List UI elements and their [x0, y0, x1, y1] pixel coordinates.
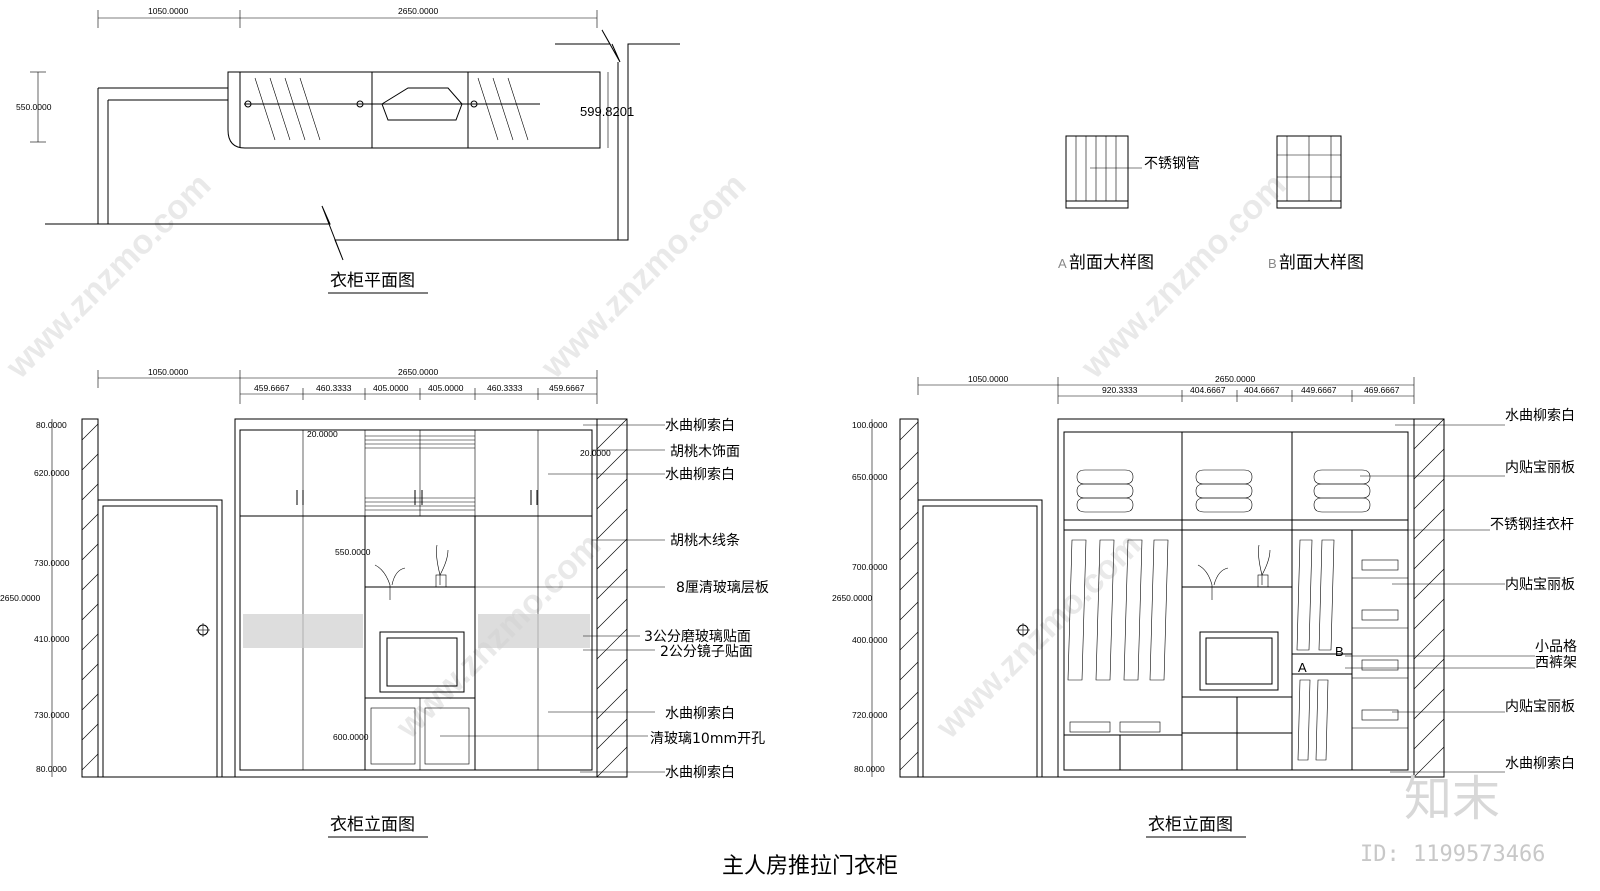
elev-left-dim-left: 730.0000: [34, 558, 70, 568]
elev-left-label: 水曲柳索白: [665, 466, 735, 483]
elev-left-label: 清玻璃10mm开孔: [650, 730, 765, 747]
elev-right-dim-left: 2650.0000: [832, 593, 872, 603]
elev-right-dim-left: 100.0000: [852, 420, 888, 430]
section-b-letter: B: [1268, 256, 1277, 271]
watermark-text: www.znzmo.com: [928, 526, 1148, 746]
plan-view: 1050.0000 2650.0000 550.0000: [16, 6, 680, 294]
elev-left-dim-left: 410.0000: [34, 634, 70, 644]
watermark-text: www.znzmo.com: [533, 166, 753, 386]
elev-left-caption: 衣柜立面图: [330, 815, 415, 835]
section-b-caption: 剖面大样图: [1279, 253, 1364, 273]
elev-left-inner-dim: 550.0000: [335, 547, 371, 557]
elev-left-label: 胡桃木线条: [670, 532, 740, 549]
elev-right-dim-left: 700.0000: [852, 562, 888, 572]
elev-left-dim-sub: 460.3333: [316, 383, 352, 393]
watermark-text: www.znzmo.com: [0, 166, 218, 386]
section-a-letter: A: [1058, 256, 1067, 271]
elev-right-label: 小品格: [1535, 639, 1577, 655]
elev-right-dim-left: 720.0000: [852, 710, 888, 720]
plan-dim-top: 2650.0000: [398, 6, 438, 16]
elev-right-label: 不锈钢挂衣杆: [1490, 517, 1574, 533]
elev-right-caption: 衣柜立面图: [1148, 815, 1233, 835]
plan-dim-top: 1050.0000: [148, 6, 188, 16]
elev-left-label: 水曲柳索白: [665, 705, 735, 722]
section-marker-b: B: [1335, 644, 1344, 659]
section-details: 不锈钢管 A 剖面大样图 B 剖面大样图: [1058, 135, 1364, 273]
elev-right-label: 内贴宝丽板: [1505, 699, 1575, 715]
elev-left-dim-top: 1050.0000: [148, 367, 188, 377]
section-a-caption: 剖面大样图: [1069, 253, 1154, 273]
plan-measure: 599.8201: [580, 104, 634, 119]
elev-right-dim-left: 400.0000: [852, 635, 888, 645]
elev-right-label: 内贴宝丽板: [1505, 460, 1575, 476]
elev-right-dim-sub: 469.6667: [1364, 385, 1400, 395]
elev-left-label: 水曲柳索白: [665, 764, 735, 781]
elev-left-dim-sub: 460.3333: [487, 383, 523, 393]
elevation-right: 1050.0000 2650.0000 920.3333 404.6667 40…: [832, 374, 1577, 838]
elev-left-dim-sub: 459.6667: [549, 383, 585, 393]
section-a-label: 不锈钢管: [1144, 156, 1200, 172]
elev-left-dim-left: 80.0000: [36, 420, 67, 430]
elev-left-dim-sub: 405.0000: [373, 383, 409, 393]
elev-left-inner-dim: 20.0000: [580, 448, 611, 458]
elev-right-label: 水曲柳索白: [1505, 407, 1575, 424]
elev-left-label: 3公分磨玻璃贴面: [644, 628, 751, 645]
elev-right-label: 水曲柳索白: [1505, 755, 1575, 772]
elev-left-dim-sub: 405.0000: [428, 383, 464, 393]
section-marker-a: A: [1298, 660, 1307, 675]
elev-left-label: 8厘清玻璃层板: [676, 579, 769, 596]
elev-right-label: 内贴宝丽板: [1505, 577, 1575, 593]
elev-right-dim-left: 80.0000: [854, 764, 885, 774]
watermark-id: ID: 1199573466: [1360, 842, 1545, 867]
elev-left-dim-left: 2650.0000: [0, 593, 40, 603]
plan-dim-left: 550.0000: [16, 102, 52, 112]
elev-left-dim-left: 620.0000: [34, 468, 70, 478]
plan-caption: 衣柜平面图: [330, 271, 415, 291]
elev-right-dim-left: 650.0000: [852, 472, 888, 482]
elev-left-dim-left: 80.0000: [36, 764, 67, 774]
elev-left-dim-left: 730.0000: [34, 710, 70, 720]
elev-left-label: 2公分镜子贴面: [660, 644, 753, 660]
elev-left-inner-dim: 600.0000: [333, 732, 369, 742]
elev-left-label: 水曲柳索白: [665, 417, 735, 434]
elev-right-dim-sub: 404.6667: [1244, 385, 1280, 395]
elev-right-dim-top: 2650.0000: [1215, 374, 1255, 384]
elevation-left: 1050.0000 2650.0000 459.6667 460.3333 40…: [0, 367, 769, 838]
brand-logo: 知末: [1404, 771, 1500, 827]
elev-left-inner-dim: 20.0000: [307, 429, 338, 439]
drawing-title: 主人房推拉门衣柜: [722, 854, 898, 879]
elev-right-label: 西裤架: [1535, 655, 1577, 671]
elev-right-dim-sub: 449.6667: [1301, 385, 1337, 395]
elev-right-dim-top: 1050.0000: [968, 374, 1008, 384]
elev-right-dim-sub: 920.3333: [1102, 385, 1138, 395]
elev-right-dim-sub: 404.6667: [1190, 385, 1226, 395]
elev-left-dim-sub: 459.6667: [254, 383, 290, 393]
elev-left-dim-top: 2650.0000: [398, 367, 438, 377]
elev-left-label: 胡桃木饰面: [670, 444, 740, 460]
